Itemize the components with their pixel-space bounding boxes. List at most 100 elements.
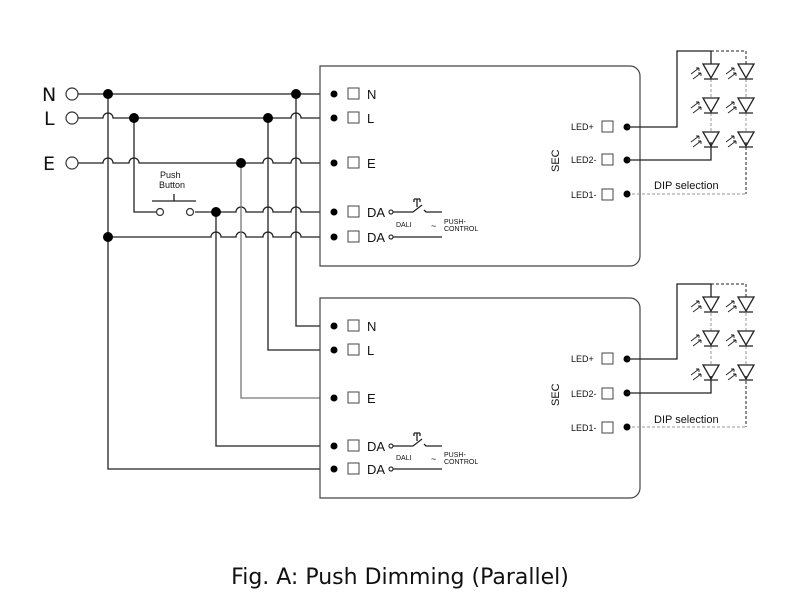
diode-triangle bbox=[736, 131, 756, 148]
led-icon bbox=[690, 330, 721, 347]
wire-vertical-e-bus bbox=[240, 163, 333, 399]
terminal-square-icon bbox=[347, 111, 360, 124]
sec-label: SEC bbox=[550, 383, 562, 406]
wire-led-plus bbox=[627, 283, 712, 360]
led-icon bbox=[690, 364, 721, 381]
open-terminal-icon bbox=[65, 87, 79, 101]
led-icon bbox=[690, 296, 721, 313]
led-icon bbox=[690, 97, 721, 114]
wire-l bbox=[78, 112, 333, 119]
terminal-label: N bbox=[367, 87, 376, 102]
wire-vertical-n-bus bbox=[107, 94, 333, 470]
junction-dot bbox=[263, 113, 273, 123]
junction-dot bbox=[236, 158, 246, 168]
input-terminal-da2: DA bbox=[330, 462, 385, 477]
led-icon bbox=[725, 63, 756, 80]
push-button-actuator-icon bbox=[152, 194, 196, 202]
light-emission-arrows-icon bbox=[725, 135, 737, 148]
terminal-square-icon bbox=[601, 188, 614, 201]
switch-icon bbox=[393, 432, 442, 447]
led-icon bbox=[725, 364, 756, 381]
led-icon bbox=[725, 131, 756, 148]
dali-label: DALI bbox=[396, 455, 412, 462]
input-terminal-e: E bbox=[330, 156, 376, 171]
terminal-label: DA bbox=[367, 205, 385, 220]
junction-dot bbox=[129, 113, 139, 123]
push-control-label-line1: PUSH- bbox=[444, 452, 466, 459]
light-emission-arrows-icon bbox=[690, 300, 702, 313]
led-icon bbox=[725, 330, 756, 347]
junction-dot bbox=[103, 89, 113, 99]
terminal-dot bbox=[330, 208, 338, 216]
terminal-dot bbox=[623, 190, 631, 198]
switch-contact-icon bbox=[388, 209, 394, 215]
switch-icon bbox=[393, 198, 442, 213]
terminal-dot bbox=[330, 394, 338, 402]
light-emission-arrows-icon bbox=[690, 135, 702, 148]
push-control-label-line1: PUSH- bbox=[444, 219, 466, 226]
terminal-square-icon bbox=[601, 153, 614, 166]
terminal-label: DA bbox=[367, 439, 385, 454]
mains-terminal-n: N bbox=[42, 84, 79, 106]
junction-dot bbox=[291, 89, 301, 99]
diode-triangle bbox=[736, 296, 756, 313]
terminal-square-icon bbox=[347, 462, 360, 475]
wire-led-plus-dashed bbox=[711, 283, 747, 297]
diode-triangle bbox=[701, 131, 721, 148]
led-icon bbox=[690, 131, 721, 148]
junction-dot bbox=[103, 232, 113, 242]
led-array bbox=[690, 63, 756, 148]
light-emission-arrows-icon bbox=[690, 101, 702, 114]
terminal-square-icon bbox=[347, 319, 360, 332]
led-string-links bbox=[710, 79, 747, 131]
mains-label-l: L bbox=[44, 108, 55, 130]
push-button-label-line1: Push bbox=[160, 170, 181, 180]
tilde-symbol: ~ bbox=[431, 454, 436, 464]
dali-switch-symbol: DALI ~ PUSH- CONTROL bbox=[388, 432, 478, 472]
terminal-label: E bbox=[367, 156, 376, 171]
terminal-square-icon bbox=[347, 156, 360, 169]
terminal-label: N bbox=[367, 319, 376, 334]
diode-triangle bbox=[736, 63, 756, 80]
switch-contact-icon bbox=[388, 466, 394, 472]
input-terminal-e: E bbox=[330, 391, 376, 406]
wire-led-plus-dashed bbox=[711, 50, 747, 64]
led-icon bbox=[725, 97, 756, 114]
terminal-square-icon bbox=[601, 421, 614, 434]
diode-triangle bbox=[736, 330, 756, 347]
push-button-contact-icon bbox=[155, 207, 165, 217]
terminal-dot bbox=[330, 114, 338, 122]
light-emission-arrows-icon bbox=[725, 334, 737, 347]
wire-e bbox=[78, 157, 333, 164]
terminal-dot bbox=[330, 346, 338, 354]
light-emission-arrows-icon bbox=[725, 300, 737, 313]
output-terminal-led1-minus: LED1- bbox=[571, 188, 631, 201]
terminal-dot bbox=[330, 465, 338, 473]
terminal-label: LED1- bbox=[571, 423, 597, 433]
push-button: Push Button bbox=[152, 170, 196, 217]
open-terminal-icon bbox=[65, 156, 79, 170]
mains-label-e: E bbox=[43, 153, 55, 175]
module-housing bbox=[319, 65, 641, 267]
led-array bbox=[690, 296, 756, 381]
diode-triangle bbox=[736, 97, 756, 114]
terminal-label: L bbox=[367, 343, 374, 358]
input-terminal-l: L bbox=[330, 111, 374, 126]
input-terminal-da2: DA bbox=[330, 230, 385, 245]
terminal-dot bbox=[330, 159, 338, 167]
light-emission-arrows-icon bbox=[690, 368, 702, 381]
terminal-square-icon bbox=[601, 387, 614, 400]
terminal-label: DA bbox=[367, 462, 385, 477]
wire-da2 bbox=[108, 231, 333, 238]
led-string-links bbox=[710, 313, 747, 364]
wire-led2-minus bbox=[627, 376, 712, 394]
switch-contact-icon bbox=[388, 443, 394, 449]
input-terminal-da1: DA bbox=[330, 439, 385, 454]
wire-vertical-da1-bus bbox=[215, 212, 333, 447]
light-emission-arrows-icon bbox=[725, 368, 737, 381]
terminal-label: L bbox=[367, 111, 374, 126]
led-icon bbox=[690, 63, 721, 80]
sec-label: SEC bbox=[550, 149, 562, 172]
dip-selection-label: DIP selection bbox=[654, 414, 719, 426]
wire-led-plus bbox=[627, 50, 712, 128]
